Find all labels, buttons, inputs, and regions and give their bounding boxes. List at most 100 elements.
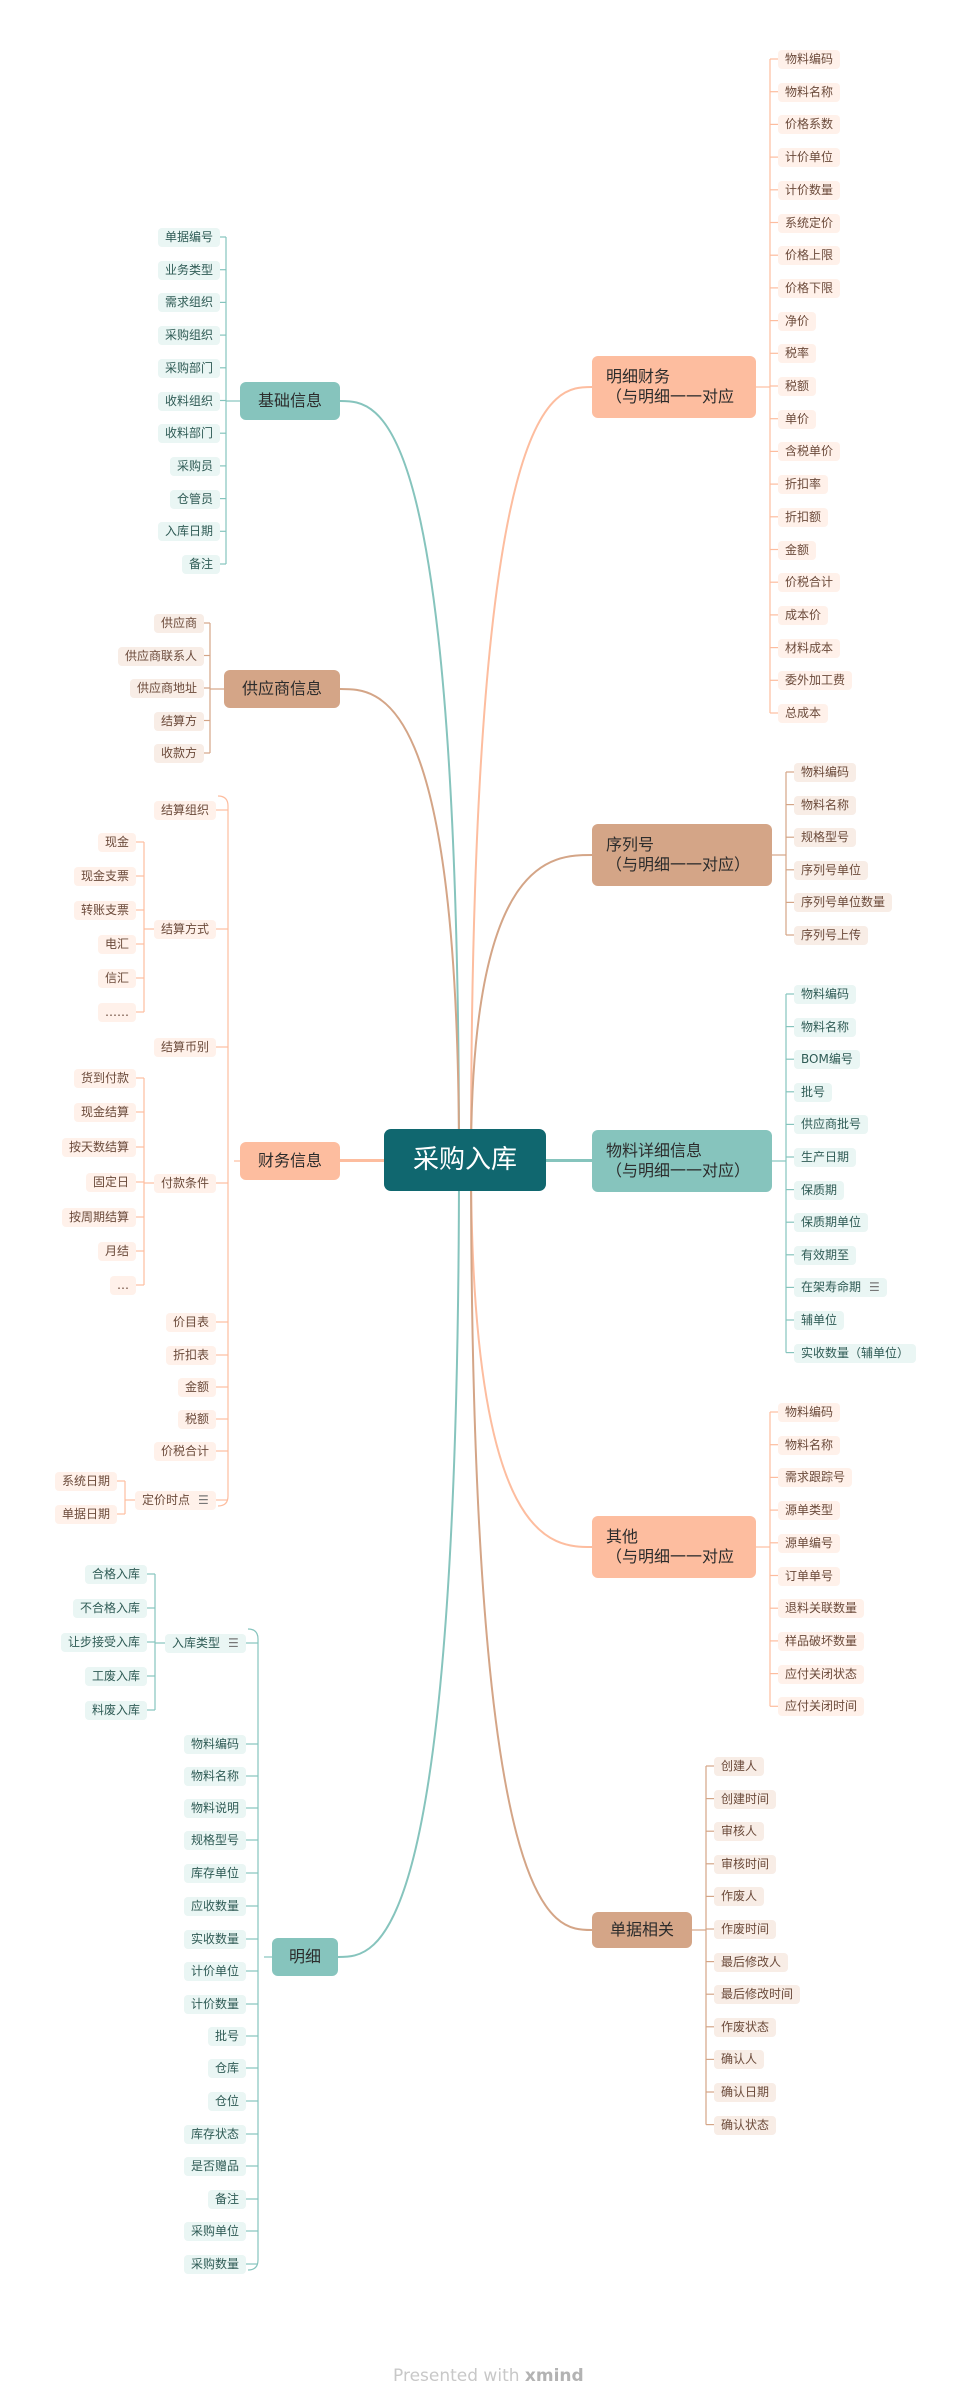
leaf-node[interactable]: 需求跟踪号 — [778, 1468, 853, 1488]
leaf-node[interactable]: 应付关闭时间 — [778, 1697, 865, 1717]
topic-jichu[interactable]: 基础信息 — [240, 382, 340, 420]
leaf-node[interactable]: 是否赠品 — [184, 2157, 247, 2176]
leaf-node[interactable]: 供应商批号 — [794, 1115, 869, 1135]
leaf-node[interactable]: 确认日期 — [714, 2083, 777, 2102]
leaf-node[interactable]: 现金 — [98, 833, 137, 852]
leaf-node[interactable]: 物料编码 — [794, 985, 857, 1004]
leaf-node[interactable]: 按天数结算 — [62, 1138, 137, 1157]
leaf-node[interactable]: 结算方式 — [154, 920, 217, 939]
leaf-node[interactable]: 采购数量 — [184, 2255, 247, 2274]
leaf-node[interactable]: 采购员 — [170, 456, 221, 476]
leaf-node[interactable]: 作废时间 — [714, 1920, 777, 1939]
leaf-node[interactable]: 金额 — [778, 540, 817, 560]
leaf-node[interactable]: 作废人 — [714, 1887, 765, 1907]
leaf-node[interactable]: BOM编号 — [794, 1050, 860, 1070]
leaf-node[interactable]: 结算组织 — [154, 801, 217, 820]
leaf-node[interactable]: 仓管员 — [170, 489, 221, 509]
leaf-node[interactable]: 折扣额 — [778, 507, 829, 527]
leaf-node[interactable]: 仓库 — [208, 2059, 247, 2078]
leaf-node[interactable]: 付款条件 — [154, 1174, 217, 1193]
leaf-node[interactable]: 应付关闭状态 — [778, 1664, 865, 1684]
leaf-node[interactable]: 供应商地址 — [130, 679, 205, 698]
leaf-node[interactable]: 批号 — [794, 1082, 833, 1102]
leaf-node[interactable]: 物料名称 — [778, 1435, 841, 1455]
leaf-node[interactable]: 收料组织 — [158, 391, 221, 411]
leaf-node[interactable]: 实收数量 — [184, 1930, 247, 1949]
topic-mingxi[interactable]: 明细 — [272, 1938, 338, 1976]
leaf-node[interactable]: 系统定价 — [778, 213, 841, 233]
leaf-node[interactable]: 税率 — [778, 344, 817, 364]
topic-caiwu[interactable]: 财务信息 — [240, 1142, 340, 1180]
leaf-node[interactable]: 价格上限 — [778, 246, 841, 266]
leaf-node[interactable]: 入库日期 — [158, 522, 221, 542]
leaf-node[interactable]: 在架寿命期☰ — [794, 1278, 887, 1298]
leaf-node[interactable]: 现金结算 — [74, 1103, 137, 1122]
leaf-node[interactable]: 总成本 — [778, 704, 829, 723]
leaf-node[interactable]: 创建人 — [714, 1757, 765, 1776]
leaf-node[interactable]: …… — [98, 1003, 136, 1022]
leaf-node[interactable]: 收款方 — [154, 744, 205, 763]
leaf-node[interactable]: 序列号上传 — [794, 926, 869, 945]
leaf-node[interactable]: 固定日 — [86, 1173, 137, 1192]
leaf-node[interactable]: 源单编号 — [778, 1533, 841, 1553]
topic-mxcw[interactable]: 明细财务（与明细一一对应 — [592, 356, 756, 418]
leaf-node[interactable]: 单据编号 — [158, 228, 221, 247]
leaf-node[interactable]: 库存单位 — [184, 1864, 247, 1883]
leaf-node[interactable]: 序列号单位数量 — [794, 893, 893, 913]
leaf-node[interactable]: 供应商联系人 — [118, 646, 205, 666]
leaf-node[interactable]: 样品破坏数量 — [778, 1631, 865, 1651]
leaf-node[interactable]: 采购部门 — [158, 358, 221, 378]
leaf-node[interactable]: 净价 — [778, 311, 817, 331]
leaf-node[interactable]: 委外加工费 — [778, 671, 853, 691]
leaf-node[interactable]: 折扣表 — [166, 1346, 217, 1365]
leaf-node[interactable]: 仓位 — [208, 2092, 247, 2111]
leaf-node[interactable]: 实收数量（辅单位） — [794, 1343, 917, 1363]
leaf-node[interactable]: 物料名称 — [794, 795, 857, 815]
topic-qita[interactable]: 其他（与明细一一对应 — [592, 1516, 756, 1578]
leaf-node[interactable]: 价格下限 — [778, 278, 841, 298]
leaf-node[interactable]: 作废状态 — [714, 2017, 777, 2037]
leaf-node[interactable]: 金额 — [178, 1378, 217, 1397]
leaf-node[interactable]: 退料关联数量 — [778, 1599, 865, 1619]
leaf-node[interactable]: 材料成本 — [778, 638, 841, 658]
leaf-node[interactable]: 税额 — [778, 377, 817, 396]
leaf-node[interactable]: 收料部门 — [158, 424, 221, 444]
leaf-node[interactable]: 让步接受入库 — [61, 1633, 148, 1652]
leaf-node[interactable]: 确认人 — [714, 2050, 765, 2070]
leaf-node[interactable]: 工废入库 — [85, 1667, 148, 1686]
leaf-node[interactable]: 成本价 — [778, 605, 829, 625]
leaf-node[interactable]: 审核时间 — [714, 1854, 777, 1874]
leaf-node[interactable]: 物料编码 — [778, 50, 841, 69]
leaf-node[interactable]: 含税单价 — [778, 442, 841, 462]
leaf-node[interactable]: 价税合计 — [778, 573, 841, 593]
topic-wlxx[interactable]: 物料详细信息（与明细一一对应） — [592, 1130, 772, 1192]
leaf-node[interactable]: 电汇 — [98, 935, 137, 954]
leaf-node[interactable]: 最后修改时间 — [714, 1985, 801, 2005]
leaf-node[interactable]: 折扣率 — [778, 475, 829, 495]
leaf-node[interactable]: 确认状态 — [714, 2115, 777, 2135]
topic-djxg[interactable]: 单据相关 — [592, 1912, 692, 1948]
leaf-node[interactable]: 有效期至 — [794, 1245, 857, 1265]
leaf-node[interactable]: 源单类型 — [778, 1501, 841, 1521]
leaf-node[interactable]: 采购组织 — [158, 326, 221, 346]
note-icon[interactable]: ☰ — [198, 1493, 209, 1507]
leaf-node[interactable]: 供应商 — [154, 614, 205, 633]
leaf-node[interactable]: 物料名称 — [184, 1767, 247, 1786]
leaf-node[interactable]: … — [110, 1276, 136, 1295]
note-icon[interactable]: ☰ — [869, 1280, 880, 1295]
leaf-node[interactable]: 单据日期 — [55, 1505, 118, 1524]
topic-xlh[interactable]: 序列号（与明细一一对应） — [592, 824, 772, 886]
leaf-node[interactable]: 定价时点☰ — [135, 1491, 216, 1510]
leaf-node[interactable]: 最后修改人 — [714, 1952, 789, 1972]
leaf-node[interactable]: 物料说明 — [184, 1799, 247, 1818]
leaf-node[interactable]: 信汇 — [98, 969, 137, 988]
leaf-node[interactable]: 保质期 — [794, 1180, 845, 1200]
leaf-node[interactable]: 业务类型 — [158, 260, 221, 280]
leaf-node[interactable]: 规格型号 — [184, 1831, 247, 1850]
leaf-node[interactable]: 料废入库 — [85, 1701, 148, 1720]
leaf-node[interactable]: 系统日期 — [55, 1472, 118, 1491]
leaf-node[interactable]: 规格型号 — [794, 828, 857, 848]
leaf-node[interactable]: 库存状态 — [184, 2125, 247, 2144]
leaf-node[interactable]: 审核人 — [714, 1822, 765, 1842]
leaf-node[interactable]: 按周期结算 — [62, 1208, 137, 1227]
